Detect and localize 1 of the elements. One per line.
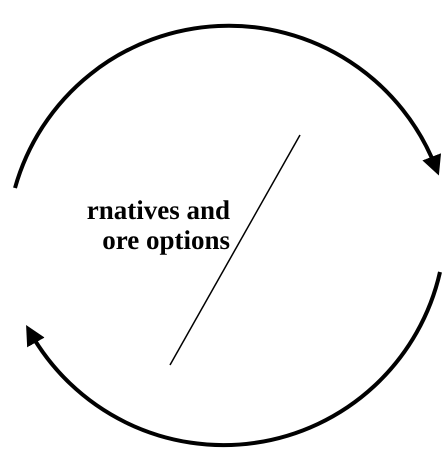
cycle-label: rnatives and ore options xyxy=(86,195,230,255)
